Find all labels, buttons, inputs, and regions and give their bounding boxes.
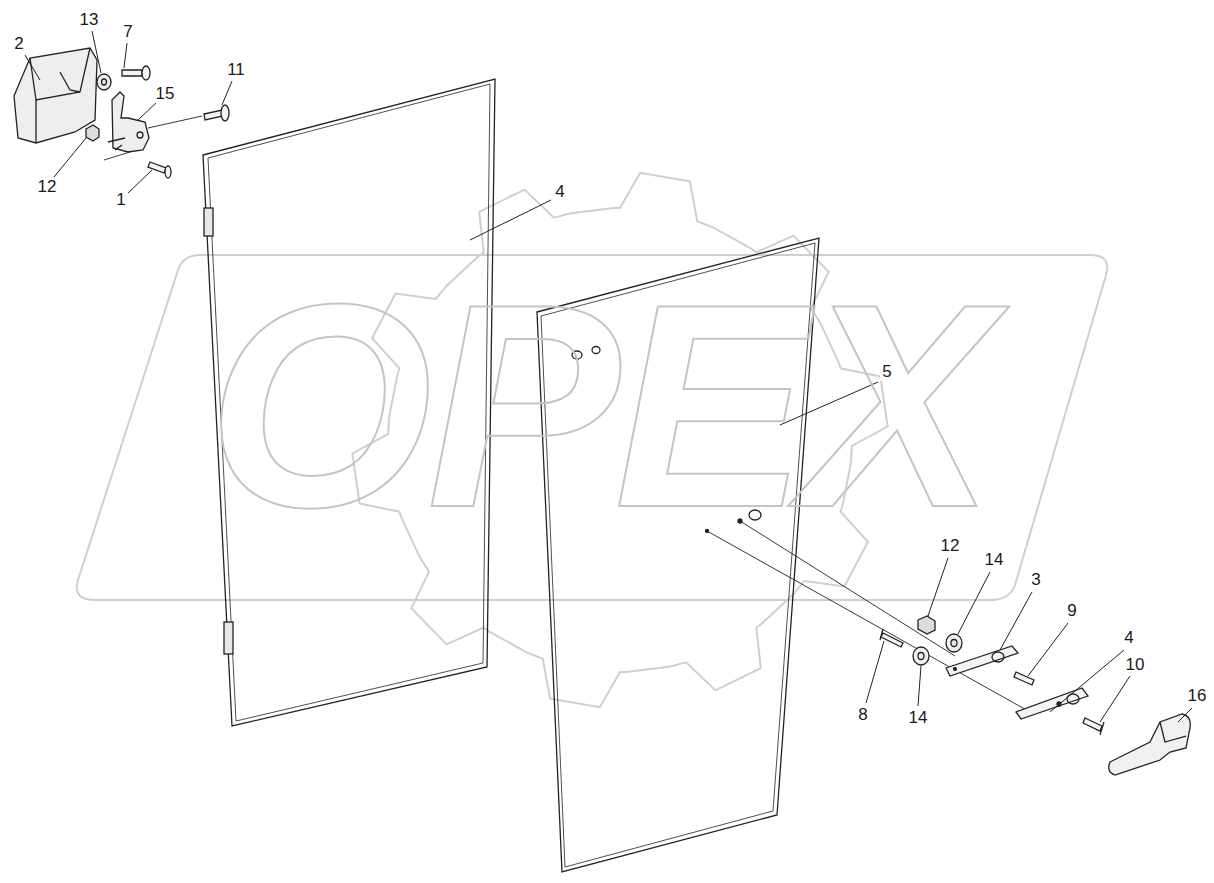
leader-lines bbox=[25, 31, 1192, 722]
leader-line bbox=[54, 138, 86, 177]
callout-number: 10 bbox=[1124, 656, 1147, 675]
washer bbox=[913, 647, 929, 665]
lock-housing bbox=[14, 48, 97, 143]
housing-edge bbox=[36, 72, 80, 143]
latch bbox=[112, 92, 149, 152]
hinge bbox=[204, 208, 213, 236]
callout-number: 4 bbox=[1122, 629, 1135, 648]
leader-line bbox=[470, 200, 551, 240]
nut bbox=[86, 125, 99, 141]
leader-line bbox=[138, 102, 157, 120]
plate bbox=[946, 646, 1018, 676]
callout-number: 3 bbox=[1029, 571, 1042, 590]
leader-line bbox=[124, 43, 127, 68]
callout-number: 14 bbox=[907, 709, 930, 728]
hinge bbox=[224, 622, 233, 654]
screw-head bbox=[142, 66, 150, 80]
watermark: OPEX bbox=[207, 260, 989, 550]
housing-edge bbox=[30, 48, 90, 100]
washer-hole bbox=[102, 79, 107, 85]
callout-number: 4 bbox=[553, 183, 566, 202]
axis-line bbox=[148, 116, 202, 128]
leader-line bbox=[222, 81, 232, 105]
callout-number: 13 bbox=[78, 11, 101, 30]
screw bbox=[122, 70, 142, 76]
leader-line bbox=[92, 31, 101, 73]
handle-detail bbox=[1160, 722, 1186, 742]
callout-number: 7 bbox=[121, 23, 134, 42]
washer-hole bbox=[918, 653, 924, 660]
plate-hole bbox=[992, 652, 1004, 662]
door-handle bbox=[1109, 714, 1191, 775]
plate-hole bbox=[1067, 694, 1079, 704]
washer bbox=[97, 74, 111, 90]
parts bbox=[14, 48, 1190, 872]
callout-number: 1 bbox=[114, 191, 127, 210]
leader-line bbox=[866, 641, 884, 703]
callout-number: 9 bbox=[1065, 602, 1078, 621]
screw bbox=[1014, 672, 1034, 685]
callout-number: 8 bbox=[856, 706, 869, 725]
washer-hole bbox=[951, 640, 957, 647]
axis-line bbox=[104, 152, 130, 160]
leader-line bbox=[1028, 623, 1068, 676]
leader-line bbox=[958, 572, 990, 634]
plate bbox=[1016, 688, 1088, 719]
screw-head bbox=[221, 105, 229, 121]
leader-line bbox=[128, 170, 152, 193]
leader-line bbox=[1100, 676, 1130, 722]
callout-number: 11 bbox=[225, 61, 247, 80]
screw bbox=[1083, 718, 1102, 731]
leader-line bbox=[1000, 592, 1032, 650]
leader-line bbox=[1178, 708, 1192, 722]
callout-number: 2 bbox=[12, 35, 25, 54]
axis-line bbox=[707, 531, 1030, 712]
screw bbox=[881, 633, 903, 647]
washer bbox=[946, 634, 962, 652]
nut bbox=[918, 616, 935, 634]
screw-head bbox=[165, 166, 171, 178]
band-outline bbox=[77, 255, 1108, 600]
callout-number: 16 bbox=[1186, 687, 1209, 706]
latch-detail bbox=[108, 138, 125, 150]
callout-number: 14 bbox=[983, 551, 1006, 570]
plate-hole bbox=[954, 668, 957, 671]
latch-pin bbox=[137, 132, 143, 138]
callout-number: 15 bbox=[154, 85, 177, 104]
screw-head bbox=[1100, 722, 1104, 735]
leader-line bbox=[25, 55, 40, 80]
screw-head bbox=[880, 629, 883, 640]
leader-line bbox=[918, 666, 921, 706]
callout-number: 12 bbox=[36, 178, 59, 197]
leader-line bbox=[928, 558, 948, 616]
screw bbox=[204, 110, 223, 120]
